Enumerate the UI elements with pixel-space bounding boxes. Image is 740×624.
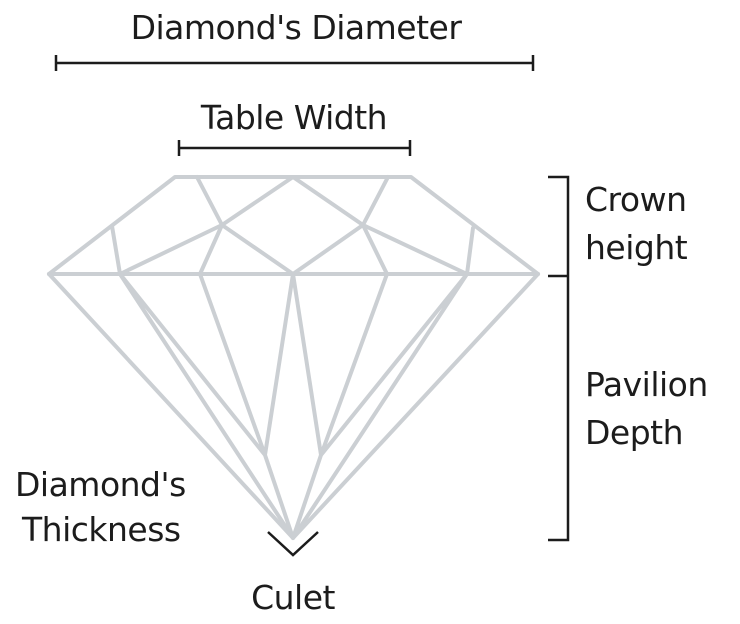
pavilion-facets — [118, 272, 469, 540]
diameter-bracket — [54, 55, 535, 71]
depth-bracket — [548, 175, 570, 542]
table-width-label: Table Width — [200, 98, 388, 137]
thickness-label-line2: Thickness — [22, 510, 181, 549]
diamond-outline — [47, 175, 540, 540]
diameter-label: Diamond's Diameter — [130, 8, 462, 47]
measurement-lines — [54, 55, 570, 557]
culet-chevron — [267, 531, 319, 557]
thickness-label-line1: Diamond's — [15, 465, 186, 504]
crown-facets — [110, 175, 475, 276]
culet-label: Culet — [251, 578, 335, 617]
crown-height-label-line1: Crown — [585, 180, 687, 219]
pavilion-depth-label-line2: Depth — [585, 413, 684, 452]
table-width-bracket — [177, 140, 412, 156]
crown-height-label-line2: height — [585, 228, 688, 267]
diamond-crown-outline — [47, 175, 540, 276]
pavilion-depth-label-line1: Pavilion — [585, 365, 708, 404]
